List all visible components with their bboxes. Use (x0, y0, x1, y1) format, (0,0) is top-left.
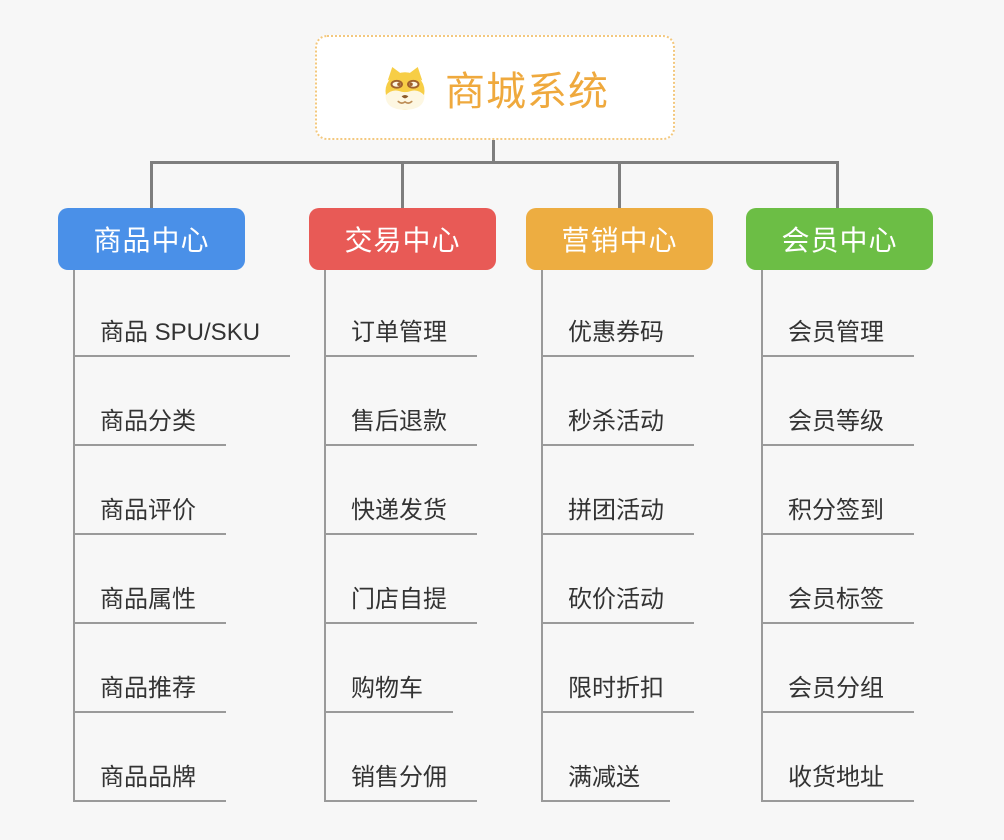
leaf-node-member-level[interactable]: 会员等级 (761, 406, 914, 446)
branch-product-center: 商品中心 商品 SPU/SKU 商品分类 商品评价 商品属性 商品推荐 商品品牌 (58, 208, 291, 802)
leaf-node-full-reduction[interactable]: 满减送 (541, 762, 670, 802)
leaf-node-product-brand[interactable]: 商品品牌 (73, 762, 226, 802)
branch-marketing-center: 营销中心 优惠券码 秒杀活动 拼团活动 砍价活动 限时折扣 满减送 (526, 208, 713, 802)
branch-trade-center: 交易中心 订单管理 售后退款 快递发货 门店自提 购物车 销售分佣 (309, 208, 496, 802)
branch-spine-line (73, 270, 75, 802)
branch-node-product-center[interactable]: 商品中心 (58, 208, 245, 270)
connector-drop-marketing (618, 161, 621, 209)
leaf-node-product-recommend[interactable]: 商品推荐 (73, 673, 226, 713)
leaf-node-express-delivery[interactable]: 快递发货 (324, 495, 477, 535)
root-node[interactable]: 商城系统 (315, 35, 675, 140)
leaf-node-member-tag[interactable]: 会员标签 (761, 584, 914, 624)
leaf-node-shipping-address[interactable]: 收货地址 (761, 762, 914, 802)
connector-drop-trade (401, 161, 404, 209)
leaf-node-product-spu-sku[interactable]: 商品 SPU/SKU (73, 317, 291, 357)
leaf-node-flash-sale[interactable]: 秒杀活动 (541, 406, 694, 446)
leaf-node-product-attribute[interactable]: 商品属性 (73, 584, 226, 624)
root-node-title: 商城系统 (445, 69, 609, 114)
branch-member-center: 会员中心 会员管理 会员等级 积分签到 会员标签 会员分组 收货地址 (746, 208, 933, 802)
leaf-node-limited-time-discount[interactable]: 限时折扣 (541, 673, 694, 713)
branch-node-marketing-center[interactable]: 营销中心 (526, 208, 713, 270)
connector-drop-product (150, 161, 153, 209)
connector-rail (150, 161, 839, 164)
shiba-dog-icon (381, 63, 429, 113)
leaf-node-shopping-cart[interactable]: 购物车 (324, 673, 453, 713)
leaf-node-group-buying[interactable]: 拼团活动 (541, 495, 694, 535)
leaf-node-aftersale-refund[interactable]: 售后退款 (324, 406, 477, 446)
branch-spine-line (541, 270, 543, 802)
leaf-node-product-review[interactable]: 商品评价 (73, 495, 226, 535)
leaf-node-member-management[interactable]: 会员管理 (761, 317, 914, 357)
branch-node-trade-center[interactable]: 交易中心 (309, 208, 496, 270)
branch-spine-line (324, 270, 326, 802)
connector-drop-member (836, 161, 839, 209)
leaf-node-bargain-activity[interactable]: 砍价活动 (541, 584, 694, 624)
connector-root-drop (492, 140, 495, 163)
leaf-node-sales-commission[interactable]: 销售分佣 (324, 762, 477, 802)
branch-node-member-center[interactable]: 会员中心 (746, 208, 933, 270)
leaf-node-coupon-code[interactable]: 优惠券码 (541, 317, 694, 357)
leaf-node-product-category[interactable]: 商品分类 (73, 406, 226, 446)
leaf-node-member-group[interactable]: 会员分组 (761, 673, 914, 713)
leaf-node-order-management[interactable]: 订单管理 (324, 317, 477, 357)
branch-spine-line (761, 270, 763, 802)
leaf-node-points-checkin[interactable]: 积分签到 (761, 495, 914, 535)
leaf-node-store-pickup[interactable]: 门店自提 (324, 584, 477, 624)
